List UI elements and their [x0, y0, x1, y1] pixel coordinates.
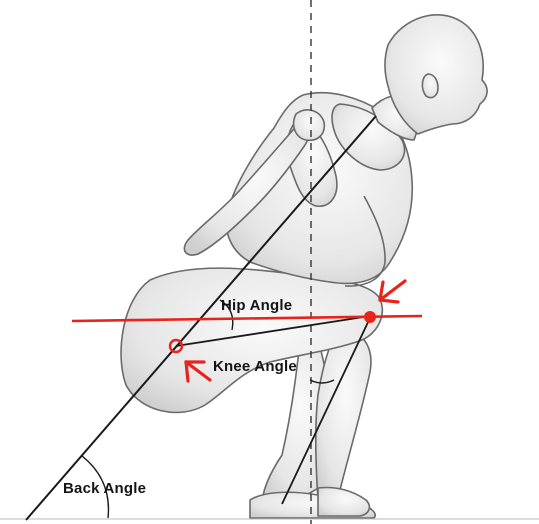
back-angle-label: Back Angle	[63, 480, 146, 497]
squatting-figure	[121, 15, 487, 518]
figure-head	[385, 15, 487, 134]
figure-heel	[318, 488, 369, 517]
figure-ear	[422, 74, 438, 98]
figure-shin	[316, 325, 371, 501]
arrow-icon	[380, 281, 405, 302]
figure-fist	[294, 110, 325, 140]
knee-angle-label: Knee Angle	[213, 358, 297, 375]
hip-angle-label: Hip Angle	[221, 297, 292, 314]
knee-joint-dot-icon	[364, 311, 376, 323]
